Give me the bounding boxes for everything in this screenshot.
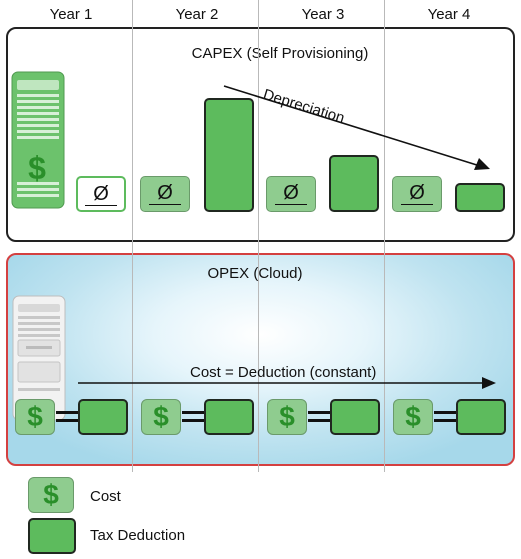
- year-1-zero-deduction: Ø: [76, 176, 126, 212]
- year-2-header: Year 2: [175, 6, 219, 23]
- year-4-zero-deduction: Ø: [392, 176, 442, 212]
- capex-title: CAPEX (Self Provisioning): [191, 45, 369, 62]
- equals-icon: [308, 411, 330, 424]
- year-3-cost-box: $: [267, 399, 307, 435]
- year-4-cost-box: $: [393, 399, 433, 435]
- year-3-deduction-box: [330, 399, 380, 435]
- legend-deduction-swatch: [28, 518, 76, 554]
- legend-cost-label: Cost: [90, 488, 121, 505]
- dollar-icon: $: [43, 479, 59, 510]
- year-2-zero-deduction: Ø: [140, 176, 190, 212]
- year-divider: [132, 0, 133, 472]
- year-2-deduction-box: [204, 399, 254, 435]
- equals-icon: [56, 411, 78, 424]
- year-1-deduction-box: [78, 399, 128, 435]
- dollar-icon: $: [405, 401, 421, 432]
- legend-cost-swatch: $: [28, 477, 74, 513]
- dollar-icon: $: [153, 401, 169, 432]
- legend-deduction-label: Tax Deduction: [90, 527, 186, 544]
- year-3-zero-deduction: Ø: [266, 176, 316, 212]
- year-4-deduction-box: [456, 399, 506, 435]
- year-4-deduction-bar: [455, 183, 505, 212]
- year-divider: [384, 0, 385, 472]
- zero-symbol: Ø: [85, 183, 117, 206]
- year-1-header: Year 1: [49, 6, 93, 23]
- dollar-icon: $: [27, 401, 43, 432]
- year-2-cost-box: $: [141, 399, 181, 435]
- year-1-cost-box: $: [15, 399, 55, 435]
- dollar-icon: $: [279, 401, 295, 432]
- year-2-deduction-bar: [204, 98, 254, 212]
- year-3-header: Year 3: [301, 6, 345, 23]
- year-4-header: Year 4: [427, 6, 471, 23]
- year-divider: [258, 0, 259, 472]
- zero-symbol: Ø: [275, 182, 307, 205]
- server-icon: [10, 71, 66, 209]
- server-icon: [12, 295, 66, 421]
- opex-title: OPEX (Cloud): [207, 265, 303, 282]
- capex-cost-dollar-icon: $: [28, 150, 46, 186]
- zero-symbol: Ø: [401, 182, 433, 205]
- equals-icon: [434, 411, 456, 424]
- equals-icon: [182, 411, 204, 424]
- year-3-deduction-bar: [329, 155, 379, 212]
- zero-symbol: Ø: [149, 182, 181, 205]
- constant-arrow-label: Cost = Deduction (constant): [190, 364, 377, 381]
